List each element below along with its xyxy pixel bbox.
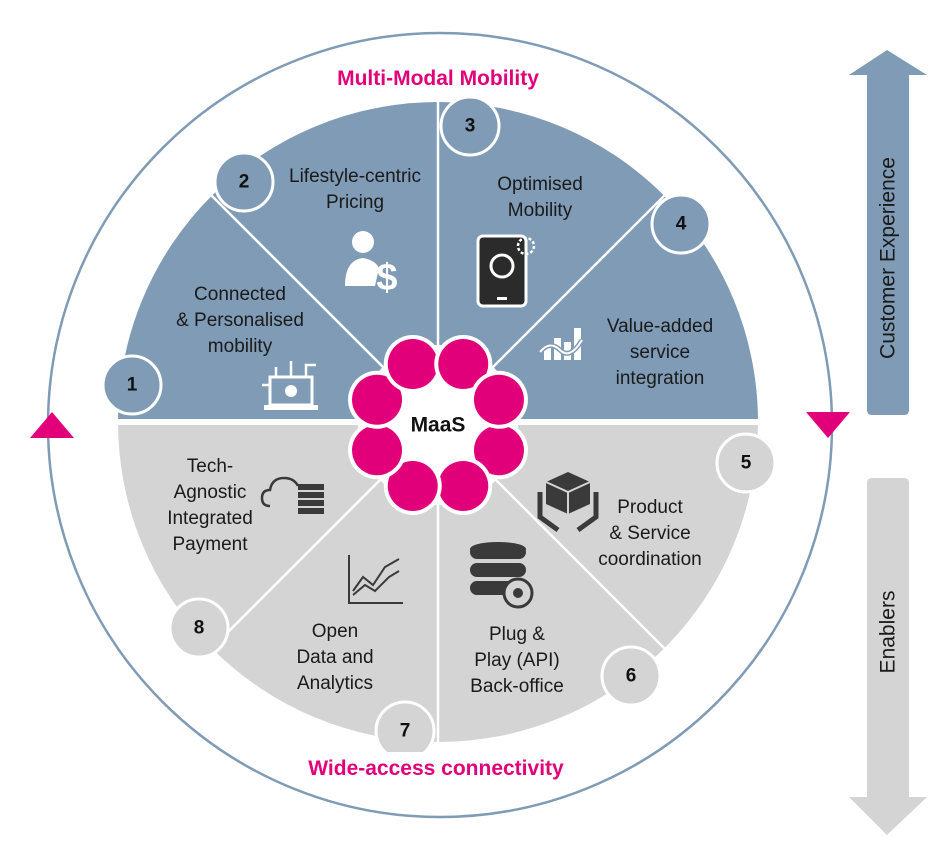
center-label: MaaS	[411, 414, 466, 437]
segment-label-4: service	[630, 342, 690, 363]
segment-label-5: coordination	[598, 549, 702, 570]
number-badge-3	[439, 95, 501, 157]
segment-label-1: mobility	[208, 336, 273, 357]
segment-1	[118, 195, 438, 422]
top-arc-label: Multi-Modal Mobility	[337, 67, 539, 90]
segment-label-5: & Service	[609, 523, 690, 544]
number-badge-text: 8	[194, 618, 205, 639]
number-badge-2	[213, 151, 275, 213]
hub-dot	[352, 425, 403, 476]
customer-experience-arrow	[849, 50, 927, 415]
segment-label-1: Connected	[194, 284, 286, 305]
segment-5	[438, 422, 758, 649]
enablers-label: Enablers	[877, 591, 900, 674]
segment-label-2: Pricing	[326, 192, 384, 213]
segment-label-7: Analytics	[297, 673, 373, 694]
number-badge-text: 5	[741, 453, 752, 474]
hub-dot	[438, 339, 489, 390]
number-badge-6	[600, 645, 662, 707]
number-badge-text: 7	[400, 721, 411, 742]
number-badge-text: 2	[239, 172, 250, 193]
bottom-arc-label: Wide-access connectivity	[308, 757, 564, 780]
svg-text:$: $	[376, 257, 397, 299]
hub-dot	[352, 374, 403, 425]
number-badge-text: 1	[127, 375, 138, 396]
segment-label-5: Product	[617, 497, 683, 518]
cloud-server-icon	[260, 476, 324, 514]
segment-label-3: Mobility	[508, 200, 573, 221]
hub-dot	[438, 460, 489, 511]
segment-label-8: Agnostic	[174, 482, 247, 503]
segment-label-1: & Personalised	[176, 310, 304, 331]
hub-dot	[387, 460, 438, 511]
line-chart-icon	[348, 555, 403, 604]
person-dollar-icon: $	[345, 231, 398, 299]
segment-label-7: Data and	[296, 647, 373, 668]
number-badge-text: 6	[626, 666, 637, 687]
hub-dot	[387, 339, 438, 390]
number-badge-text: 3	[465, 116, 476, 137]
number-badge-1	[101, 354, 163, 416]
enablers-arrow	[849, 478, 927, 835]
hub-dot	[473, 374, 524, 425]
segment-3	[438, 102, 665, 422]
number-badge-5	[715, 432, 777, 494]
database-gear-icon	[470, 542, 534, 609]
segment-label-4: integration	[616, 368, 705, 389]
ring-arrow-up-icon	[30, 412, 74, 438]
segment-label-8: Integrated	[167, 508, 253, 529]
segment-label-6: Back-office	[470, 676, 564, 697]
segment-label-7: Open	[312, 621, 358, 642]
tablet-gear-icon	[476, 234, 536, 308]
segment-label-8: Payment	[173, 534, 249, 555]
hub-dot	[473, 425, 524, 476]
ring-arrow-down-icon	[806, 412, 850, 438]
laptop-network-icon	[262, 361, 318, 410]
segment-7	[211, 422, 438, 742]
segment-label-4: Value-added	[607, 316, 713, 337]
segment-label-2: Lifestyle-centric	[289, 166, 421, 187]
segment-label-6: Play (API)	[474, 650, 560, 671]
segment-label-8: Tech-	[187, 456, 233, 477]
number-badge-text: 4	[676, 214, 687, 235]
customer-experience-label: Customer Experience	[877, 157, 900, 359]
segment-label-3: Optimised	[497, 174, 583, 195]
hands-box-icon	[537, 472, 599, 533]
segment-8	[118, 422, 438, 649]
number-badge-4	[650, 193, 712, 255]
segment-label-6: Plug &	[489, 624, 545, 645]
chart-wave-icon	[538, 328, 585, 360]
number-badge-8	[168, 597, 230, 659]
